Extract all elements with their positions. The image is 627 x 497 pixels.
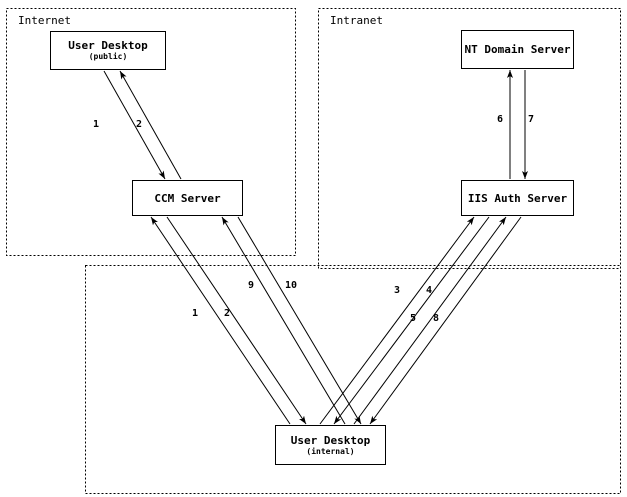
edge-e10-step-10 [237,216,362,425]
step-label-lbl-5: 5 [410,313,417,324]
edge-e3-step-3 [319,216,475,425]
step-label-lbl-8: 8 [433,313,440,324]
node-title-user-desktop-public: User Desktop [68,39,148,52]
step-label-lbl-9: 9 [248,280,255,291]
step-label-lbl-7: 7 [528,114,535,125]
node-title-iis-auth-server: IIS Auth Server [467,191,568,205]
edge-e2-step-2 [119,70,182,180]
edge-e9-step-9 [221,216,346,425]
zone-boundary-intranet [318,8,621,269]
step-label-lbl-1-top: 1 [93,119,100,130]
zone-boundary-internet [6,8,296,256]
edge-e2b-step-2 [166,216,307,425]
step-label-lbl-2-top: 2 [136,119,143,130]
node-title-nt-domain-server: NT Domain Server [464,43,571,56]
connection-lines [103,70,528,425]
edge-e5-step-5 [353,216,507,425]
node-title-user-desktop-internal: User Desktop [290,433,371,447]
edge-e8-step-8 [369,216,522,425]
node-subtitle-user-desktop-public: (public) [88,52,128,61]
step-label-lbl-4: 4 [426,285,433,296]
node-user-desktop-internal[interactable]: User Desktop(internal) [275,425,386,465]
zone-boundaries [6,8,621,494]
node-subtitle-user-desktop-internal: (internal) [306,446,355,456]
zone-boundary-internal [85,265,621,494]
step-label-lbl-1-bottom: 1 [192,308,199,319]
step-label-lbl-6: 6 [497,114,504,125]
zone-label-intranet: Intranet [330,14,383,27]
edge-e1b-step-1 [150,216,291,425]
step-label-lbl-10: 10 [285,280,298,291]
node-nt-domain-server[interactable]: NT Domain Server [461,30,574,69]
zone-label-internet: Internet [18,14,71,27]
edge-e4-step-4 [333,216,490,425]
node-title-ccm-server: CCM Server [154,191,221,205]
edge-e1-step-1 [103,70,166,180]
node-user-desktop-public[interactable]: User Desktop(public) [50,31,166,70]
step-label-lbl-3: 3 [394,285,401,296]
node-ccm-server[interactable]: CCM Server [132,180,243,216]
node-iis-auth-server[interactable]: IIS Auth Server [461,180,574,216]
step-label-lbl-2-bottom: 2 [224,308,231,319]
